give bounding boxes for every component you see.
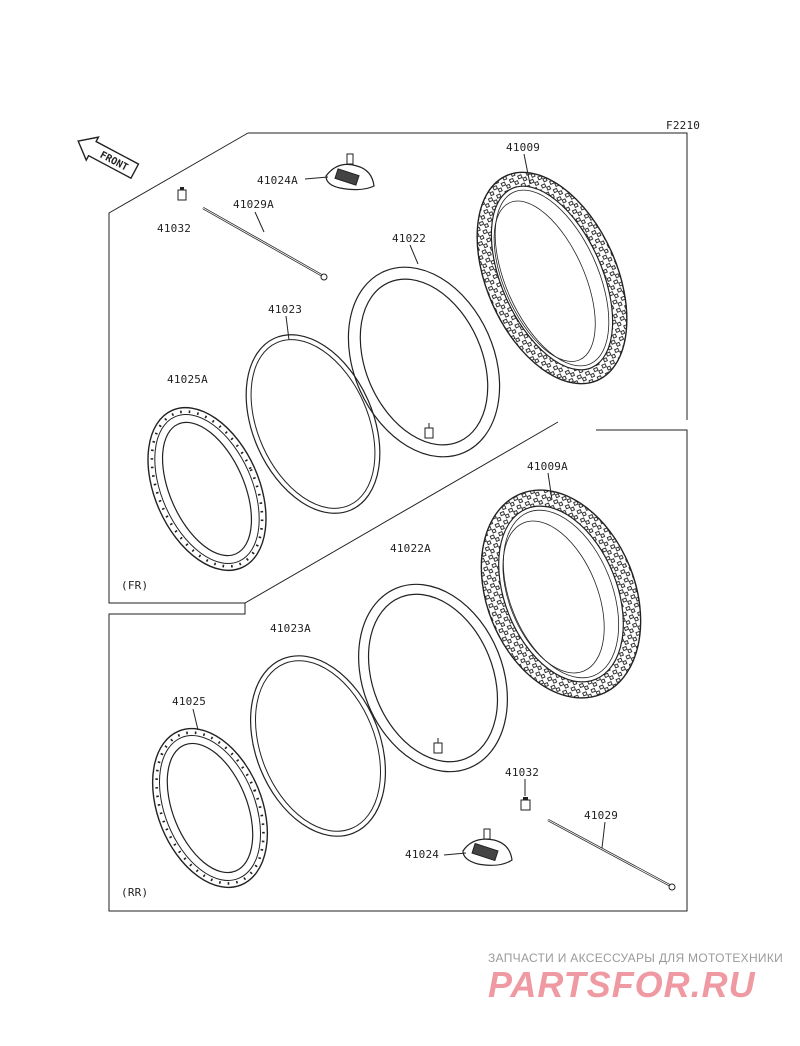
label-rim-rear: 41025 [172,695,206,708]
tire-rear [480,489,642,699]
label-rim-band-front: 41023 [268,303,302,316]
rim-band-front [245,334,381,514]
label-tube-rear: 41022A [390,542,431,555]
tube-front [347,266,501,458]
front-arrow-icon: FRONT [77,136,140,180]
tube-valve-front-icon [424,423,434,439]
tire-front [476,171,628,385]
watermark-tagline: ЗАПЧАСТИ И АКСЕССУАРЫ ДЛЯ МОТОТЕХНИКИ [488,951,784,965]
spoke-front [202,206,328,281]
label-nipple-rear: 41032 [505,766,539,779]
spoke-rear [547,818,676,891]
label-tube-front: 41022 [392,232,426,245]
label-tire-front: 41009 [506,141,540,154]
watermark-logo: PARTSFOR.RU [488,964,756,1005]
label-spoke-front: 41029A [233,198,274,211]
front-section-frame [108,132,688,604]
label-spoke-rear: 41029 [584,809,618,822]
rim-band-rear [249,655,387,837]
label-rim-band-rear: 41023A [270,622,311,635]
rim-rear [151,727,269,889]
label-rim-lock-front: 41024A [257,174,298,187]
tube-rear [358,583,508,773]
section-label-rear: (RR) [121,886,148,899]
rim-lock-rear-icon [462,828,513,866]
nipple-front-icon [177,187,187,201]
rim-front [147,406,267,572]
label-tire-rear: 41009A [527,460,568,473]
rear-section-frame [108,429,688,912]
label-nipple-front: 41032 [157,222,191,235]
section-label-front: (FR) [121,579,148,592]
nipple-rear-icon [520,797,531,811]
tube-valve-rear-icon [433,738,443,754]
label-rim-lock-rear: 41024 [405,848,439,861]
label-rim-front: 41025A [167,373,208,386]
diagram-code: F2210 [666,119,700,132]
rim-lock-front-icon [325,153,375,191]
